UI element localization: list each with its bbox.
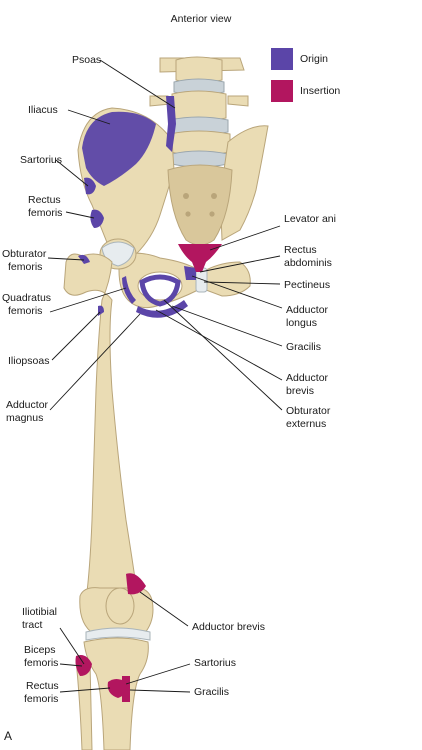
label-gracilis-top: Gracilis <box>286 341 321 353</box>
label-gracilis-bottom: Gracilis <box>194 686 229 698</box>
obturator-femoris-area <box>78 254 90 264</box>
lumbar-vertebrae <box>149 56 249 168</box>
label-sartorius-top: Sartorius <box>20 154 62 166</box>
label-sartorius-bottom: Sartorius <box>194 657 236 669</box>
psoas-origin-area <box>166 96 176 152</box>
legend-origin-swatch <box>271 48 293 70</box>
label-pectineus: Pectineus <box>284 279 330 291</box>
label-quadratus-femoris-1: Quadratus <box>2 292 51 304</box>
adductor-brevis-insertion-area <box>126 573 146 595</box>
label-quadratus-femoris-2: femoris <box>8 305 42 317</box>
label-psoas: Psoas <box>72 54 101 66</box>
label-adductor-brevis-bottom: Adductor brevis <box>192 621 265 633</box>
sartorius-origin-area <box>84 177 96 195</box>
label-rectus-femoris-bottom-2: femoris <box>24 693 58 705</box>
label-obturator-externus-2: externus <box>286 418 326 430</box>
biceps-femoris-insertion-area <box>75 655 92 676</box>
label-adductor-longus-2: longus <box>286 317 317 329</box>
label-biceps-femoris-2: femoris <box>24 657 58 669</box>
label-rectus-femoris-top-2: femoris <box>28 207 62 219</box>
label-obturator-femoris-2: femoris <box>8 261 42 273</box>
label-adductor-magnus-1: Adductor <box>6 399 49 411</box>
adductor-longus-area <box>184 266 196 280</box>
sartorius-gracilis-insertion-area <box>122 676 130 702</box>
levator-ani-insertion-area <box>178 244 222 272</box>
label-rectus-abdominis-1: Rectus <box>284 244 317 256</box>
label-adductor-magnus-2: magnus <box>6 412 43 424</box>
legend-insertion-label: Insertion <box>300 85 340 97</box>
iliacus-origin-area <box>82 111 156 186</box>
panel-letter: A <box>4 729 12 743</box>
label-obturator-externus-1: Obturator <box>286 405 331 417</box>
label-rectus-femoris-bottom-1: Rectus <box>26 680 59 692</box>
label-obturator-femoris-1: Obturator <box>2 248 47 260</box>
label-adductor-longus-1: Adductor <box>286 304 329 316</box>
figure-title: Anterior view <box>171 13 232 25</box>
label-iliotibial-tract-1: Iliotibial <box>22 606 57 618</box>
label-iliotibial-tract-2: tract <box>22 619 43 631</box>
legend-insertion-swatch <box>271 80 293 102</box>
label-adductor-brevis-top-1: Adductor <box>286 372 329 384</box>
label-biceps-femoris-1: Biceps <box>24 644 56 656</box>
label-adductor-brevis-top-2: brevis <box>286 385 314 397</box>
iliopsoas-area <box>98 305 104 316</box>
attachment-areas <box>75 96 222 702</box>
quadratus-femoris-area <box>122 276 136 304</box>
legend: Origin Insertion <box>271 48 340 102</box>
label-rectus-femoris-top-1: Rectus <box>28 194 61 206</box>
labels: Psoas Iliacus Sartorius Rectus femoris O… <box>2 54 336 743</box>
label-iliacus: Iliacus <box>28 104 58 116</box>
label-levator-ani: Levator ani <box>284 213 336 225</box>
patella <box>105 587 135 625</box>
legend-origin-label: Origin <box>300 53 328 65</box>
obturator-externus-area <box>139 274 181 307</box>
rectus-femoris-origin-area <box>90 209 104 228</box>
adductor-brevis-gracilis-area <box>136 300 188 318</box>
label-iliopsoas: Iliopsoas <box>8 355 49 367</box>
leader-lines <box>47 59 283 693</box>
label-rectus-abdominis-2: abdominis <box>284 257 332 269</box>
